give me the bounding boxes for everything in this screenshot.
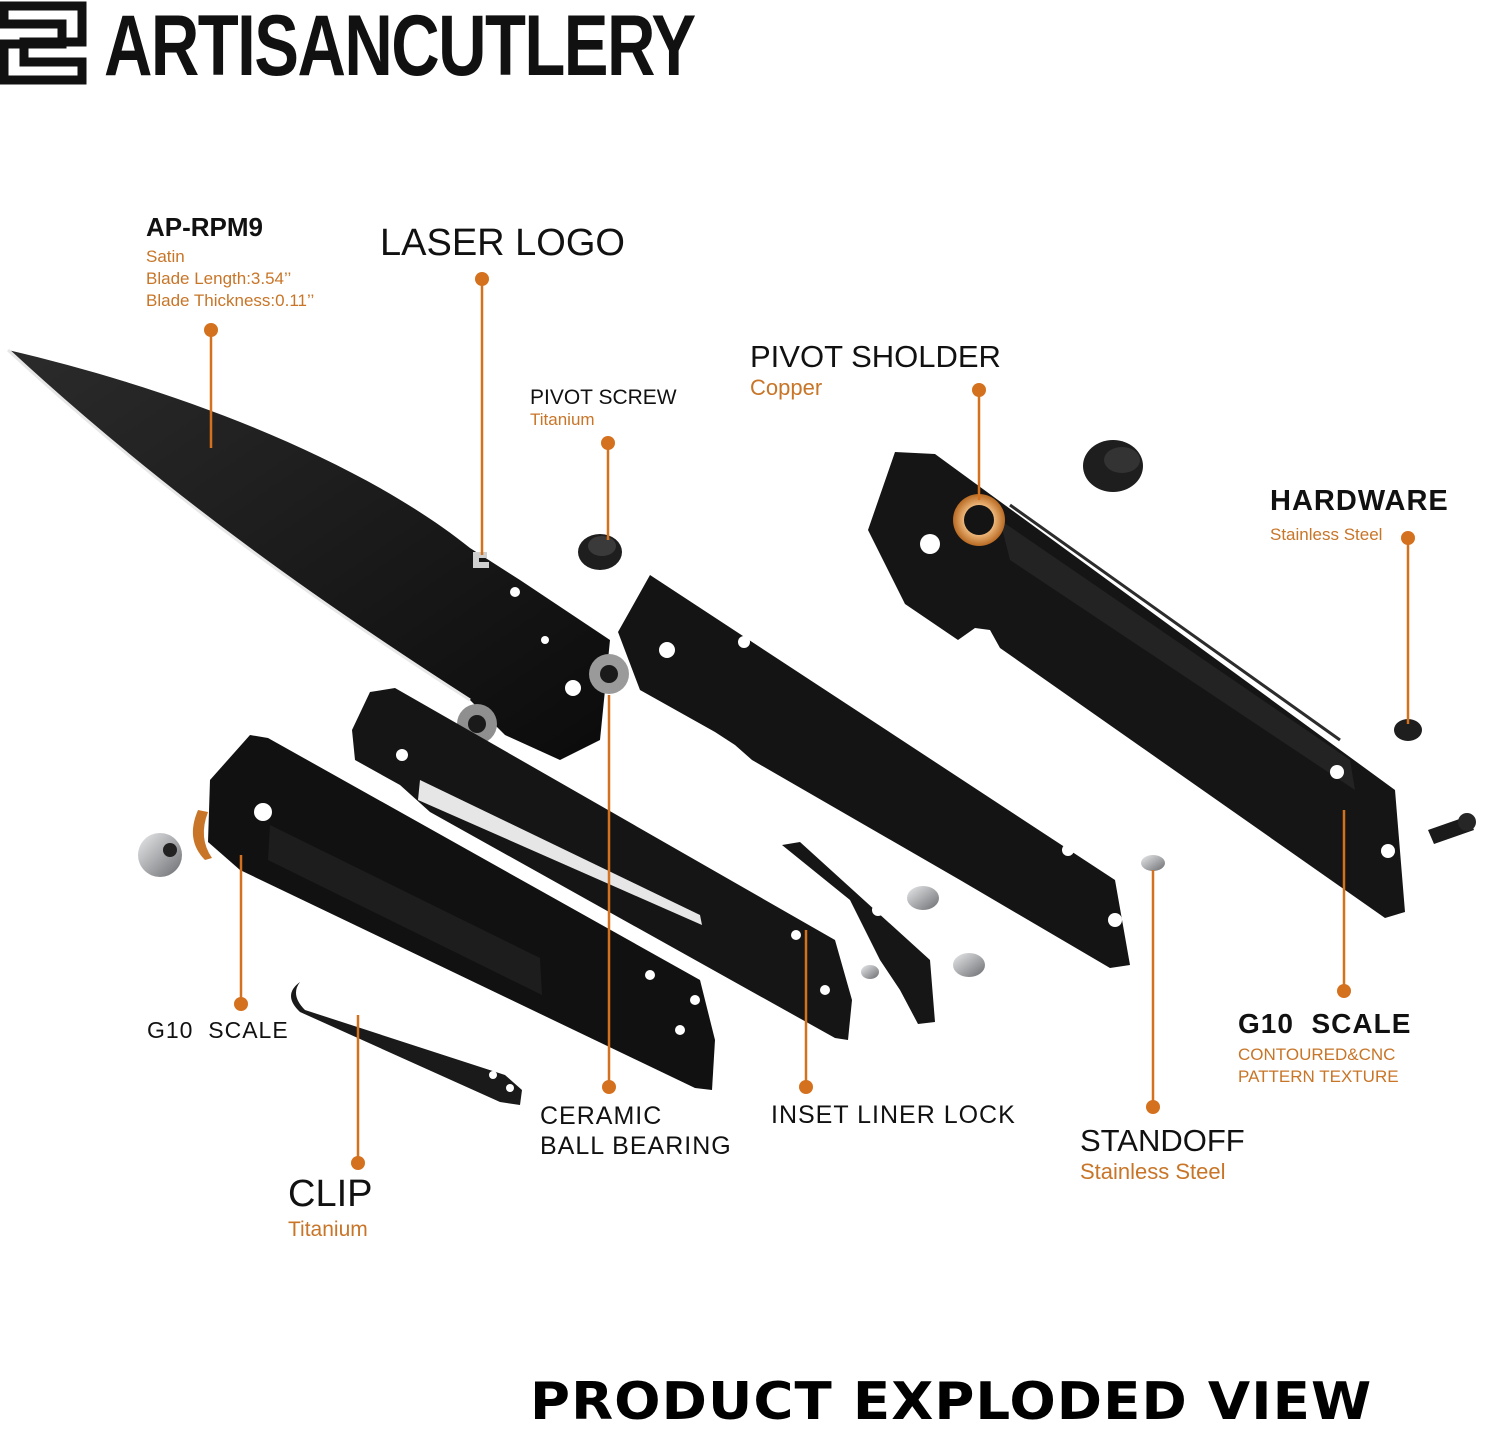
hardware-parts (861, 440, 1476, 979)
callout-inset-liner-lock: INSET LINER LOCK (771, 1101, 1016, 1129)
callout-line: Satin (146, 246, 185, 266)
callout-line: CERAMIC (540, 1102, 663, 1130)
callout-title: STANDOFF (1080, 1123, 1245, 1158)
callout-standoff: STANDOFF Stainless Steel (1080, 1123, 1245, 1187)
product-exploded-view-title: PRODUCT EXPLODED VIEW (530, 1372, 1373, 1432)
callout-sub: Stainless Steel (1080, 1159, 1226, 1185)
leader-lines (204, 272, 1415, 1170)
left-screw-part (138, 833, 182, 877)
blade (6, 348, 610, 760)
brand-name: ARTISANCUTLERY (104, 0, 696, 94)
callout-sub: Copper (750, 375, 823, 401)
inset-liner-lock-part (782, 842, 935, 1024)
callout-sub: Stainless Steel (1270, 524, 1383, 544)
callout-pivot-sholder: PIVOT SHOLDER Copper (750, 339, 1001, 403)
callout-line: BALL BEARING (540, 1131, 732, 1160)
callout-blade: AP-RPM9 Satin Blade Length:3.54’’ Blade … (146, 213, 314, 312)
callout-title: AP-RPM9 (146, 212, 264, 242)
callout-laser-logo: LASER LOGO (380, 222, 625, 264)
callout-line: PATTERN TEXTURE (1238, 1066, 1399, 1086)
callout-sub: Titanium (288, 1217, 368, 1241)
callout-title: G10 SCALE (1238, 1008, 1412, 1039)
callout-g10-scale-left: G10 SCALE (147, 1017, 289, 1043)
callout-title: PIVOT SCREW (530, 386, 677, 409)
callout-g10-scale-right: G10 SCALE CONTOURED&CNC PATTERN TEXTURE (1238, 1008, 1412, 1088)
callout-hardware: HARDWARE Stainless Steel (1270, 485, 1449, 546)
callout-clip: CLIP Titanium (288, 1173, 373, 1243)
back-liner (352, 688, 852, 1040)
callout-line: CONTOURED&CNC (1238, 1044, 1396, 1064)
callout-title: PIVOT SHOLDER (750, 339, 1001, 374)
callout-line: Blade Thickness:0.11’’ (146, 290, 315, 310)
callout-sub: Titanium (530, 410, 595, 430)
pivot-screw-part (578, 534, 622, 570)
callout-title: CLIP (288, 1173, 373, 1215)
callout-pivot-screw: PIVOT SCREW Titanium (530, 386, 677, 431)
callout-ceramic-ball-bearing: CERAMIC BALL BEARING (540, 1102, 732, 1160)
pivot-sholder-washer (953, 494, 1005, 546)
g10-scale-left (208, 735, 715, 1090)
clip-part (291, 982, 522, 1105)
front-liner (618, 575, 1130, 968)
g10-scale-right (868, 452, 1405, 918)
callout-title: HARDWARE (1270, 485, 1449, 517)
ceramic-bearings (457, 654, 629, 744)
callout-line: Blade Length:3.54’’ (146, 268, 292, 288)
artisan-logo-icon (0, 1, 87, 85)
